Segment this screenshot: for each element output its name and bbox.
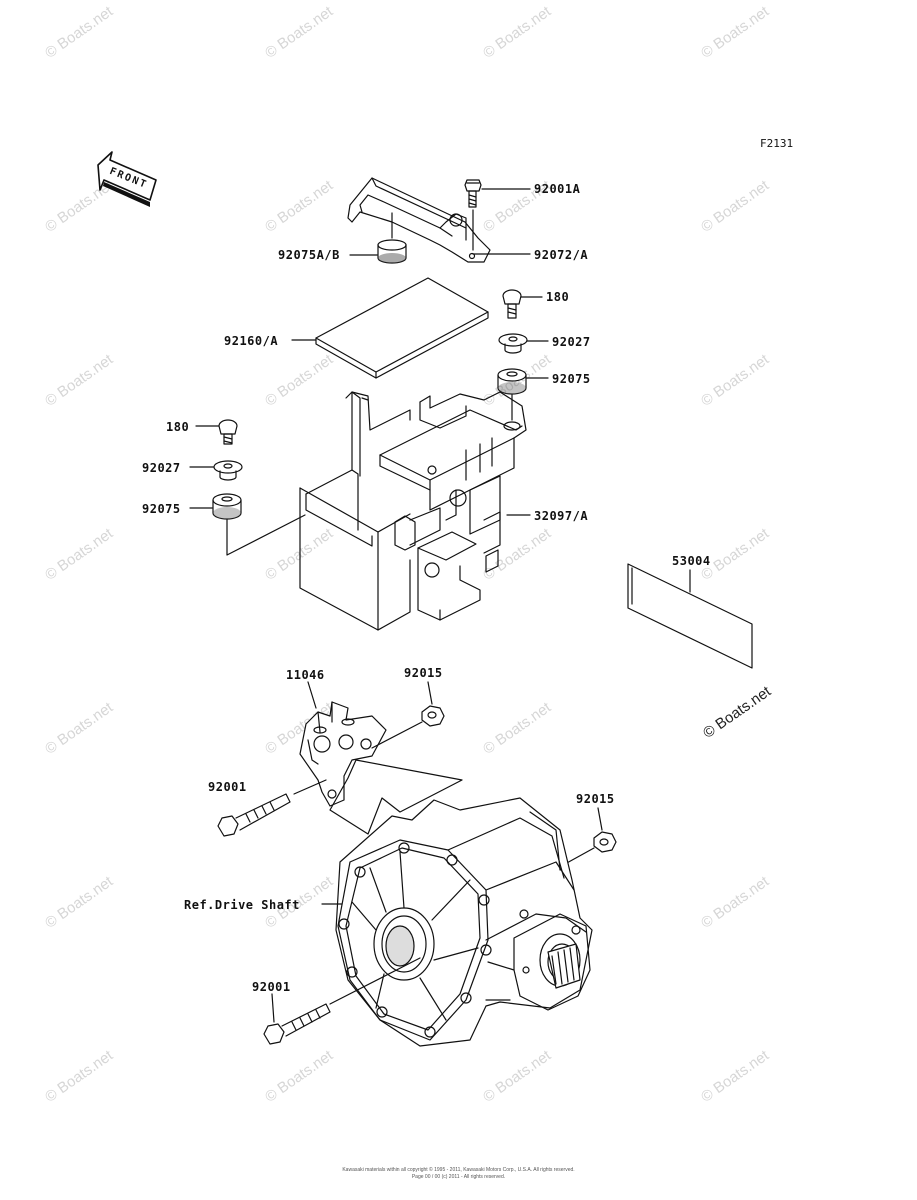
grommet-92075-right [497, 368, 527, 395]
part-label-92001-bottom: 92001 [252, 980, 291, 994]
copyright-notice: Kawasaki materials within all copyright … [0, 1167, 917, 1181]
front-arrow-icon [97, 151, 157, 207]
final-gear-case [335, 797, 593, 1047]
grommet-92075-left [212, 493, 242, 520]
part-label-180-left: 180 [166, 420, 190, 434]
bolt-92001a [464, 179, 482, 208]
part-label-92027-left: 92027 [142, 461, 181, 475]
bolt-180-right [502, 289, 522, 319]
figure-id: F2131 [760, 137, 794, 150]
bolt-180-left [218, 419, 238, 445]
nut-92015-top [421, 705, 445, 727]
ref-drive-shaft-label: Ref.Drive Shaft [184, 898, 300, 912]
part-label-92075-right: 92075 [552, 372, 591, 386]
assembly-arrow-icon [329, 759, 463, 835]
part-label-92015-top: 92015 [404, 666, 443, 680]
part-label-180-top: 180 [546, 290, 570, 304]
label-53004 [627, 563, 753, 669]
collar-92027-left [213, 460, 243, 481]
battery-hold-bracket [347, 177, 491, 263]
part-label-92072a: 92072/A [534, 248, 589, 262]
copyright-line-2: Page 00 / 00 (c) 2011 - All rights reser… [411, 1174, 506, 1180]
nut-92015-right [593, 831, 617, 853]
part-label-92001a: 92001A [534, 182, 581, 196]
bolt-92001-bottom [263, 1003, 331, 1045]
part-label-92075-left: 92075 [142, 502, 181, 516]
pad-92160a [315, 277, 489, 379]
collar-92027-right [498, 333, 528, 354]
part-label-92075ab: 92075A/B [278, 248, 340, 262]
part-label-53004: 53004 [672, 554, 711, 568]
cushion-92075ab [377, 239, 407, 264]
battery-case-32097a [299, 391, 527, 631]
part-label-92027-right: 92027 [552, 335, 591, 349]
bolt-92001-top [217, 793, 291, 837]
part-label-32097a: 32097/A [534, 509, 589, 523]
bracket-11046 [299, 701, 387, 807]
part-label-11046: 11046 [286, 668, 325, 682]
part-label-92001-top: 92001 [208, 780, 247, 794]
part-label-92160a: 92160/A [224, 334, 279, 348]
part-label-92015-right: 92015 [576, 792, 615, 806]
copyright-line-1: Kawasaki materials within all copyright … [342, 1167, 575, 1173]
